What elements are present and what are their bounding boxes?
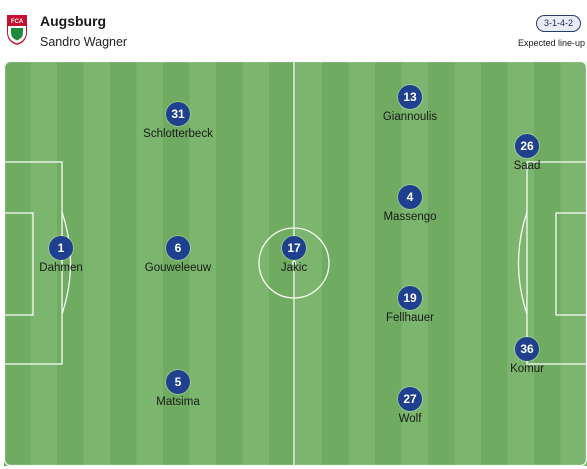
player-number: 4 xyxy=(398,185,422,209)
player-defender-left[interactable]: 31 Schlotterbeck xyxy=(123,102,233,141)
player-defender-center[interactable]: 6 Gouweleeuw xyxy=(123,236,233,275)
pitch: 1 Dahmen 31 Schlotterbeck 6 Gouweleeuw 5… xyxy=(4,61,587,466)
player-number: 6 xyxy=(166,236,190,260)
player-number: 5 xyxy=(166,370,190,394)
player-number: 19 xyxy=(398,286,422,310)
player-name: Jakic xyxy=(280,262,308,274)
crest-lettering: FCA xyxy=(11,19,24,25)
player-midfielder-left[interactable]: 13 Giannoulis xyxy=(355,85,465,124)
coach-name: Sandro Wagner xyxy=(40,35,128,49)
player-number: 1 xyxy=(49,236,73,260)
player-number: 17 xyxy=(282,236,306,260)
player-name: Wolf xyxy=(398,413,422,425)
lineup-header: FCA Augsburg Sandro Wagner 3-1-4-2 Expec… xyxy=(0,0,587,60)
player-number: 36 xyxy=(515,337,539,361)
player-number: 27 xyxy=(398,387,422,411)
player-midfielder-center-left[interactable]: 4 Massengo xyxy=(355,185,465,224)
player-name: Massengo xyxy=(383,211,437,223)
player-name: Matsima xyxy=(156,396,200,408)
team-name: Augsburg xyxy=(40,13,107,29)
player-name: Saad xyxy=(513,160,541,172)
player-forward-right[interactable]: 36 Komur xyxy=(472,337,582,376)
player-name: Giannoulis xyxy=(382,111,438,123)
player-name: Gouweleeuw xyxy=(144,262,212,274)
player-goalkeeper[interactable]: 1 Dahmen xyxy=(6,236,116,275)
player-name: Komur xyxy=(510,363,544,375)
player-forward-left[interactable]: 26 Saad xyxy=(472,134,582,173)
team-crest-icon: FCA xyxy=(7,15,27,45)
player-number: 13 xyxy=(398,85,422,109)
player-name: Schlotterbeck xyxy=(143,128,213,140)
player-name: Fellhauer xyxy=(386,312,434,324)
player-defensive-midfielder[interactable]: 17 Jakic xyxy=(239,236,349,275)
formation-badge: 3-1-4-2 xyxy=(535,15,581,32)
player-number: 26 xyxy=(515,134,539,158)
lineup-status: Expected line-up xyxy=(517,38,585,48)
player-midfielder-right[interactable]: 27 Wolf xyxy=(355,387,465,426)
player-number: 31 xyxy=(166,102,190,126)
player-defender-right[interactable]: 5 Matsima xyxy=(123,370,233,409)
player-name: Dahmen xyxy=(39,262,83,274)
player-midfielder-center-right[interactable]: 19 Fellhauer xyxy=(355,286,465,325)
